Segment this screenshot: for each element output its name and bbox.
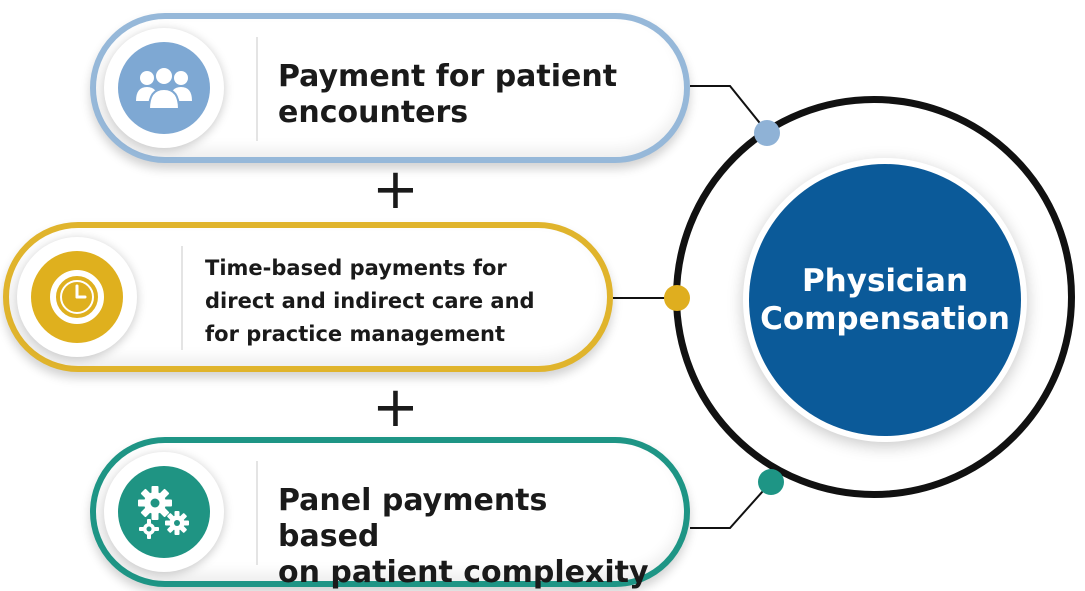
time-based-payments-card: Time-based payments for direct and indir… <box>3 222 613 372</box>
card-text-line: Time-based payments for <box>205 256 507 280</box>
clock-icon <box>31 251 123 343</box>
people-group-icon <box>118 42 210 134</box>
center-title-line: Compensation <box>760 301 1010 337</box>
payment-encounters-card: Payment for patient encounters <box>90 13 690 163</box>
card-text-line: Panel payments based <box>278 483 548 554</box>
connector-bottom <box>690 481 772 529</box>
center-title-line: Physician <box>801 263 969 299</box>
card-text: Payment for patient encounters <box>278 59 658 131</box>
icon-badge <box>104 28 224 148</box>
icon-badge <box>104 452 224 572</box>
gears-icon <box>118 466 210 558</box>
connector-top <box>690 85 768 133</box>
panel-payments-card: Panel payments based on patient complexi… <box>90 437 690 590</box>
connector-dot-middle <box>664 285 690 311</box>
card-divider <box>181 246 183 350</box>
card-text: Time-based payments for direct and indir… <box>205 252 575 351</box>
plus-sign: + <box>372 375 419 440</box>
plus-sign: + <box>372 157 419 222</box>
card-text-line: on patient complexity <box>278 555 649 590</box>
card-text-line: direct and indirect care and <box>205 289 535 313</box>
card-text: Panel payments based on patient complexi… <box>278 483 658 591</box>
icon-badge <box>17 237 137 357</box>
card-divider <box>256 461 258 565</box>
connector-dot-top <box>754 120 780 146</box>
physician-compensation-circle: Physician Compensation <box>749 164 1021 436</box>
connector-dot-bottom <box>758 469 784 495</box>
card-text-line: for practice management <box>205 322 506 346</box>
card-text-line: Payment for patient <box>278 59 618 94</box>
card-text-line: encounters <box>278 95 469 130</box>
card-divider <box>256 37 258 141</box>
